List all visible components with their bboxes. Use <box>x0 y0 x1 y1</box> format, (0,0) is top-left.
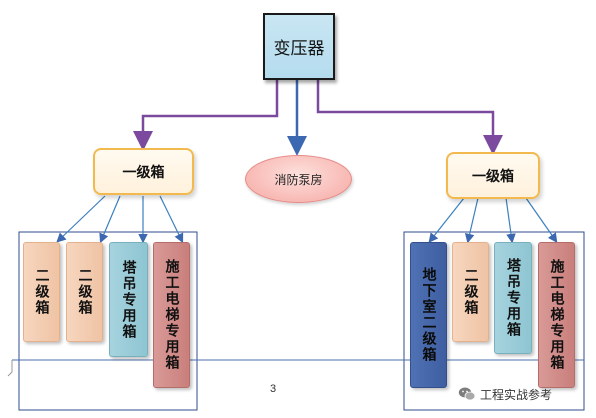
left-sub-box-3: 塔吊专用箱 <box>109 242 148 357</box>
left-sub-box-3-label: 塔吊专用箱 <box>120 259 137 340</box>
left-group-frame <box>18 231 198 411</box>
connector-transformer-to-left-box <box>133 80 279 151</box>
connector-left-sub-2 <box>99 195 121 244</box>
transformer-node: 变压器 <box>263 13 335 80</box>
connector-right-sub-4 <box>525 197 558 243</box>
left-sub-box-2: 二级箱 <box>66 242 103 342</box>
right-group-frame <box>403 231 585 411</box>
transformer-label: 变压器 <box>273 39 325 59</box>
fire-pump-room-node: 消防泵房 <box>245 155 352 203</box>
left-sub-box-2-label: 二级箱 <box>76 268 93 316</box>
watermark-text: 工程实战参考 <box>480 387 553 402</box>
right-sub-box-1: 地下室二级箱 <box>410 242 447 388</box>
connector-transformer-to-right-box <box>316 80 503 155</box>
left-sub-box-4-label: 施工电梯专用箱 <box>163 259 180 371</box>
left-sub-box-4: 施工电梯专用箱 <box>153 242 190 388</box>
page-corner-mark <box>7 360 13 377</box>
connector-right-sub-3 <box>505 197 516 244</box>
right-sub-box-4-label: 施工电梯专用箱 <box>548 259 565 371</box>
fire-pump-room-label: 消防泵房 <box>274 172 323 187</box>
left-sub-box-1: 二级箱 <box>23 242 60 342</box>
right-primary-box-label: 一级箱 <box>472 168 514 185</box>
watermark: 工程实战参考 <box>458 385 552 403</box>
page-number: 3 <box>270 383 277 395</box>
left-sub-box-1-label: 二级箱 <box>33 268 50 316</box>
connector-right-sub-1 <box>428 197 465 243</box>
left-primary-box: 一级箱 <box>93 148 194 195</box>
right-primary-box: 一级箱 <box>446 152 540 199</box>
left-primary-box-label: 一级箱 <box>122 164 165 181</box>
right-sub-box-3-label: 塔吊专用箱 <box>505 258 521 338</box>
right-sub-box-3: 塔吊专用箱 <box>494 242 532 354</box>
connector-left-sub-1 <box>56 195 106 243</box>
connector-right-sub-2 <box>464 197 479 244</box>
right-sub-box-2: 二级箱 <box>452 242 489 342</box>
right-sub-box-4: 施工电梯专用箱 <box>538 242 575 388</box>
right-sub-box-2-label: 二级箱 <box>462 268 479 316</box>
wechat-icon <box>458 387 476 401</box>
right-sub-box-1-label: 地下室二级箱 <box>420 267 437 363</box>
connector-left-sub-4 <box>159 195 184 244</box>
